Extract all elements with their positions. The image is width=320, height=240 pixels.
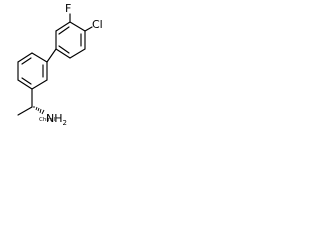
bond-upper-ring-1 bbox=[69, 21, 86, 32]
bond-lower-ring-4 bbox=[17, 79, 33, 90]
hash-line bbox=[35, 106, 38, 111]
bond-lower-ring-2 bbox=[17, 52, 33, 63]
bond-upper-ring-inner-1 bbox=[58, 26, 70, 35]
bond-c-cl bbox=[84, 26, 93, 32]
hash-line bbox=[41, 109, 45, 115]
chemical-structure-diagram: F Cl Chiral NH2 bbox=[17, 2, 103, 127]
hash-line bbox=[37, 107, 40, 112]
bond-lower-ring-inner-1 bbox=[21, 57, 32, 65]
hash-line bbox=[39, 108, 42, 114]
bond-biaryl bbox=[46, 48, 57, 63]
bond-chiral-to-methyl bbox=[17, 106, 33, 116]
hashed-wedge-bond bbox=[33, 106, 45, 115]
bond-upper-ring-4 bbox=[55, 48, 71, 59]
bond-upper-ring-3 bbox=[69, 48, 86, 59]
bond-upper-ring-6 bbox=[55, 21, 71, 32]
bond-upper-ring-inner-3 bbox=[58, 45, 70, 54]
stereo-annotation-label: Chiral bbox=[39, 117, 55, 123]
bond-lower-ring-inner-2 bbox=[21, 77, 32, 85]
lower-benzene-ring bbox=[17, 52, 48, 90]
amine-subscript: 2 bbox=[63, 119, 67, 127]
bond-lower-ring-1 bbox=[31, 52, 48, 63]
fluorine-label: F bbox=[65, 2, 71, 15]
bond-lower-ring-5 bbox=[31, 79, 48, 90]
chlorine-label: Cl bbox=[92, 18, 103, 31]
amine-nh-text: NH bbox=[46, 112, 63, 125]
amine-label: NH2 bbox=[46, 112, 67, 127]
upper-benzene-ring bbox=[55, 21, 86, 59]
